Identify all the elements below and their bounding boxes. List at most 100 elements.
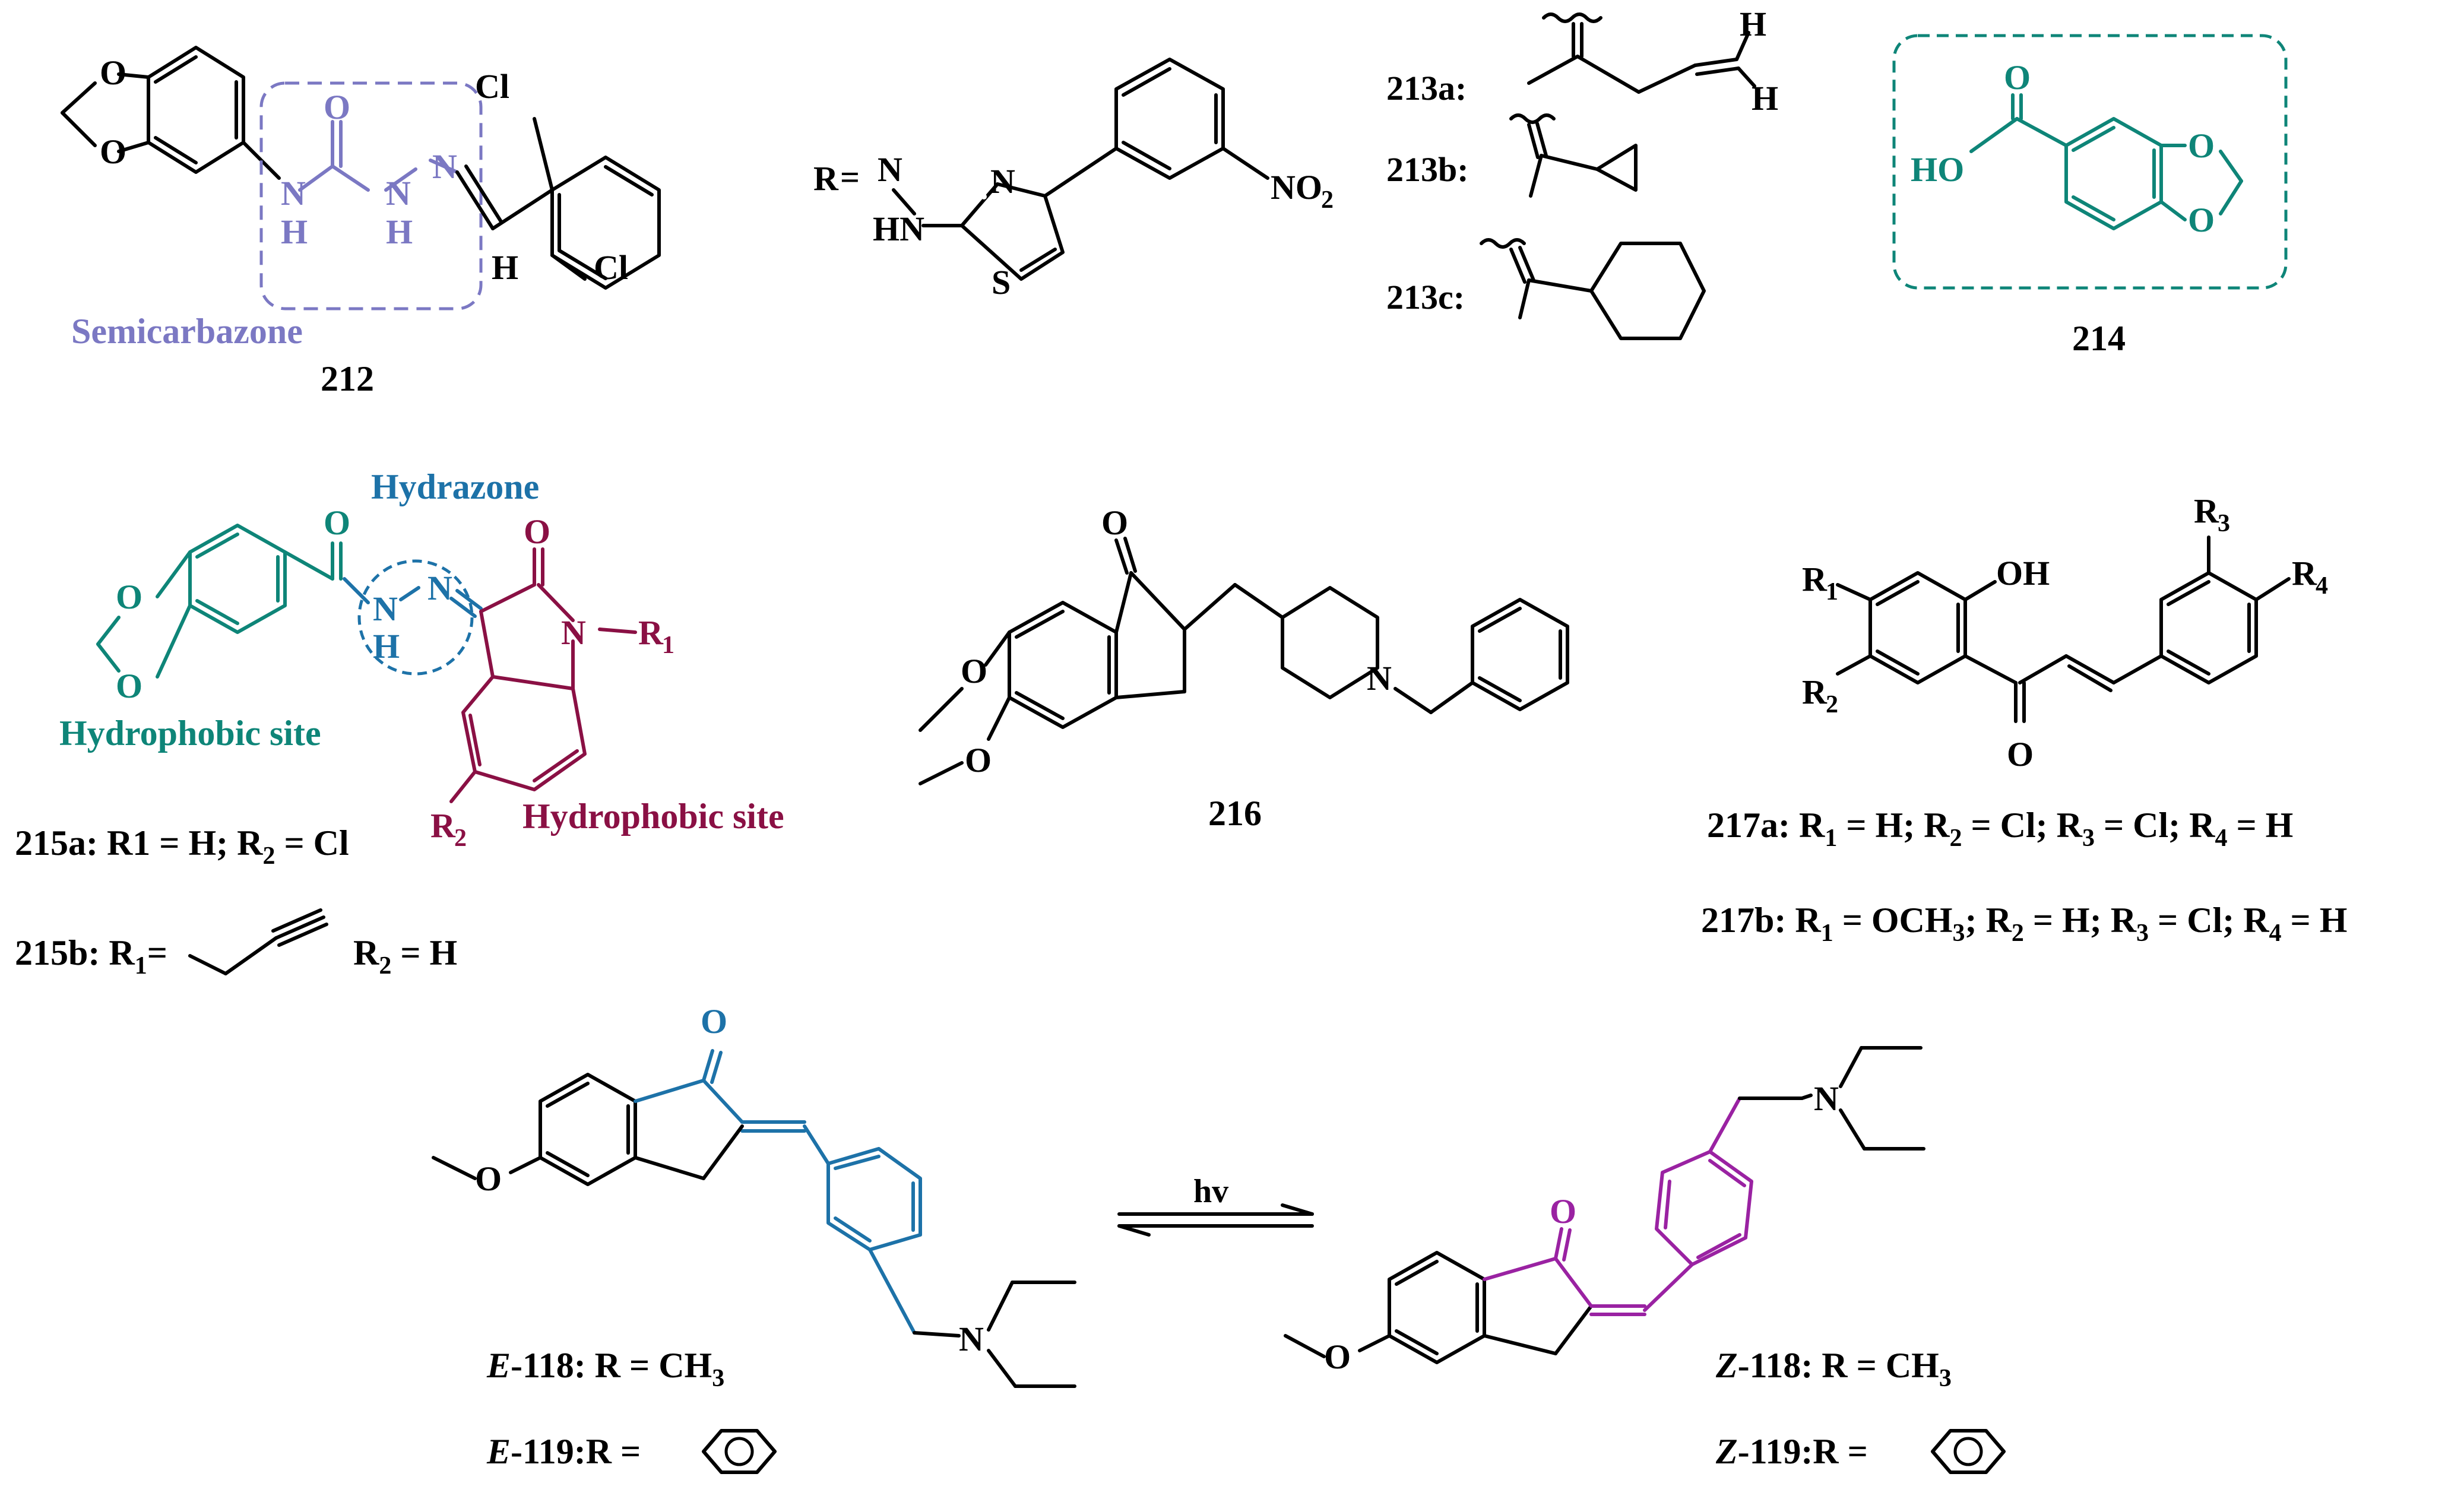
atom-HN: HN <box>873 210 924 248</box>
hydrazone-label: Hydrazone <box>371 467 539 506</box>
atom-H-212a: H <box>281 213 308 251</box>
atom-N-imine-212: N <box>432 147 457 186</box>
atom-OH-217: OH <box>1996 554 2050 592</box>
cyclohexyl-ring <box>1589 242 1706 340</box>
atom-H-212b: H <box>386 213 413 251</box>
atom-O1-216: O <box>961 652 987 690</box>
atom-O-Z: O <box>1550 1192 1576 1231</box>
caption-217b-segment: 4 <box>2269 920 2282 947</box>
label-213a: 213a: <box>1386 69 1467 107</box>
atom-R2-215: R <box>430 806 456 845</box>
caption-217b: 217b: R1 = OCH3; R2 = H; R3 = Cl; R4 = H <box>1701 901 2347 947</box>
atom-H-213a-bottom: H <box>1752 79 1778 118</box>
label-214: 214 <box>2072 319 2126 358</box>
atom-O-217: O <box>2007 735 2034 774</box>
piperidine-ring-216 <box>1281 586 1379 699</box>
atom-N-ring-215: N <box>561 613 586 652</box>
atom-O1-214: O <box>2188 126 2215 165</box>
atom-O2-216: O <box>965 741 992 779</box>
caption-217a-segment: 2 <box>1949 825 1962 852</box>
indanone-benzene-E <box>539 1073 637 1186</box>
atom-H-vinyl-212: H <box>492 248 518 287</box>
compound-215: Hydrazone O O O Hydrophobic site <box>15 467 784 980</box>
caption-217a-segment: = H <box>2227 806 2293 845</box>
indanone-benzene-216 <box>1008 601 1118 729</box>
atom-O-lactam-215: O <box>524 512 550 551</box>
benzodioxole-ring <box>147 46 245 174</box>
atom-NO-sub: 2 <box>1321 186 1334 214</box>
caption-E119: E-119:R = <box>486 1432 641 1471</box>
caption-217a-segment: 1 <box>1825 825 1837 852</box>
caption-217b-segment: 3 <box>2136 920 2149 947</box>
atom-R1-sub-215: 1 <box>662 632 674 659</box>
atom-R4-217: R <box>2292 554 2317 592</box>
atom-R1-217: R <box>1802 560 1828 598</box>
atom-H-215: H <box>373 627 400 665</box>
caption-E118: E-118: R = CH3 <box>486 1346 724 1392</box>
compound-214: O HO O O 214 <box>1892 34 2288 358</box>
caption-217a-segment: = Cl; R <box>2095 806 2215 845</box>
r-label: R <box>813 159 839 198</box>
atom-N2-215: N <box>427 569 452 607</box>
svg-text:.: . <box>980 168 989 207</box>
atom-O2-215: O <box>116 667 142 705</box>
compound-216: O O O N 216 <box>919 503 1569 833</box>
caption-217a-segment: 217a: R <box>1707 806 1825 845</box>
label-213b: 213b: <box>1386 150 1469 189</box>
atom-N-212a: N <box>281 174 306 213</box>
caption-217b-segment: ; R <box>1965 901 2012 940</box>
label-213c: 213c: <box>1386 278 1465 316</box>
atom-S-thiazole: S <box>992 263 1011 302</box>
atom-N-Z: N <box>1814 1079 1839 1118</box>
atom-N-thiazole: N <box>990 162 1015 201</box>
caption-Z118: Z-118: R = CH3 <box>1715 1346 1952 1392</box>
atom-HO-214: HO <box>1911 150 1964 189</box>
benzyl-ring-216 <box>1471 598 1569 711</box>
atom-O1-215: O <box>116 578 142 616</box>
caption-217a-segment: = Cl; R <box>1962 806 2082 845</box>
caption-217b-segment: 2 <box>2012 920 2024 947</box>
arrow-label-hv: hv <box>1193 1173 1228 1210</box>
atom-R2-sub-217: 2 <box>1826 691 1838 718</box>
caption-217b-segment: = Cl; R <box>2149 901 2269 940</box>
caption-217b-segment: = H; R <box>2024 901 2137 940</box>
compound-212: O O O N H N H N H <box>61 46 661 398</box>
cyclopropyl-ring <box>1595 144 1638 192</box>
atom-N-E: N <box>959 1320 984 1358</box>
atom-R2-217: R <box>1802 673 1828 711</box>
compound-214-box <box>1892 34 2288 290</box>
benzene-icon-Z119 <box>1931 1429 2006 1474</box>
atom-O-216: O <box>1101 503 1128 542</box>
caption-217b-segment: 1 <box>1821 920 1833 947</box>
atom-H-213a-top: H <box>1740 5 1766 43</box>
atom-N1-215: N <box>373 590 398 628</box>
label-216: 216 <box>1208 794 1262 833</box>
compound-213-series: 213a: 213b: 213c: H H <box>1386 5 1778 340</box>
atom-O-methoxy-E: O <box>475 1159 502 1198</box>
chalcone-ringB-217 <box>2159 571 2258 684</box>
indanone-benzene-Z <box>1388 1251 1486 1364</box>
r-group-213: R = N HN . N S NO 2 <box>813 58 1334 302</box>
thiazole-ring <box>960 182 1065 281</box>
atom-N-216: N <box>1367 659 1392 698</box>
chalcone-ringA-217 <box>1868 571 1967 684</box>
atom-O-methoxy-Z: O <box>1324 1338 1351 1376</box>
hydrophobic-site-right: Hydrophobic site <box>522 797 784 836</box>
atom-O1: O <box>100 53 126 92</box>
atom-R3-217: R <box>2194 492 2219 530</box>
caption-Z119: Z-119:R = <box>1715 1432 1868 1471</box>
atom-O-carbonyl-215: O <box>324 503 350 542</box>
atom-R3-sub-217: 3 <box>2218 510 2230 537</box>
caption-215b: 215b: R1= <box>15 933 167 980</box>
compound-E118: O O N E-118: R = CH3 E-119:R = <box>432 1002 1076 1474</box>
caption-217b-segment: 217b: R <box>1701 901 1821 940</box>
caption-217a-segment: 3 <box>2082 825 2095 852</box>
atom-R4-sub-217: 4 <box>2316 572 2328 600</box>
r-equals: = <box>840 158 860 197</box>
caption-217b-segment: 3 <box>1953 920 1965 947</box>
atom-Cl1-212: Cl <box>475 67 509 106</box>
benzene-icon-E119 <box>702 1429 777 1474</box>
label-212: 212 <box>321 359 374 398</box>
